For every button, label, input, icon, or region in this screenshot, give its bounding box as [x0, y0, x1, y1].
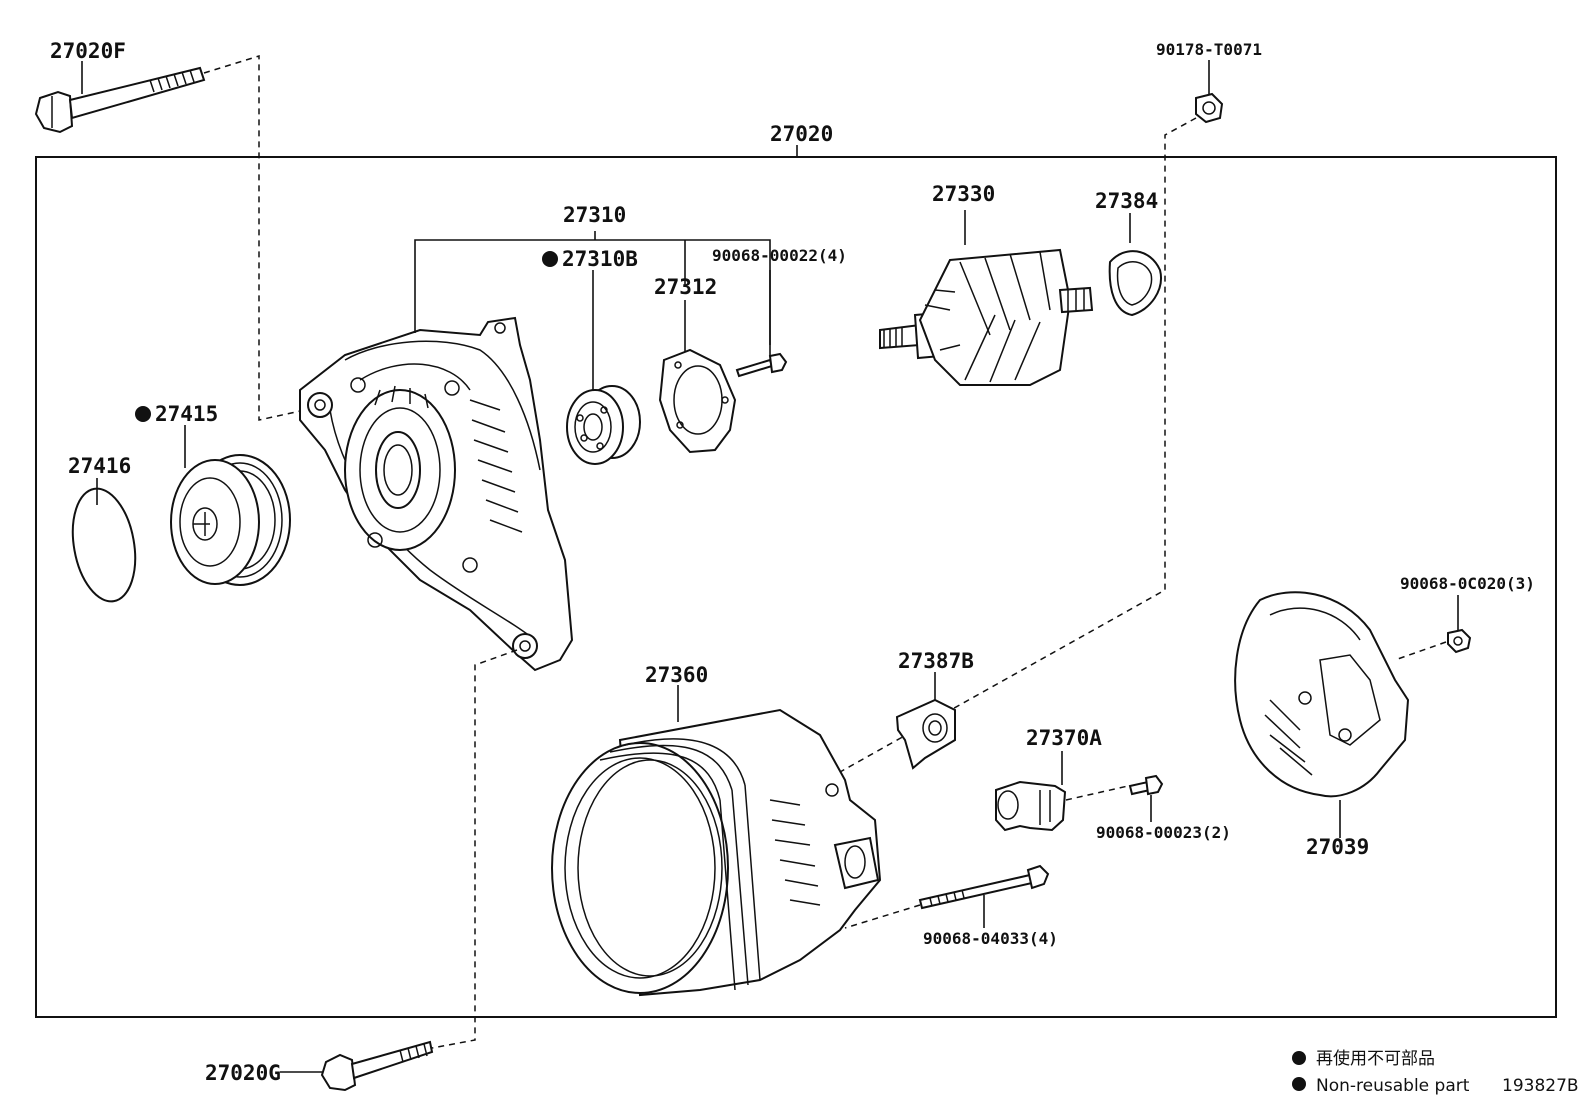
non-reusable-marker-27415: [135, 406, 151, 422]
brush-holder-27387B: [895, 698, 956, 770]
label-27360: 27360: [645, 663, 708, 687]
label-27020G: 27020G: [205, 1061, 281, 1085]
label-27039: 27039: [1306, 835, 1369, 859]
label-27415: 27415: [155, 402, 218, 426]
figure-code: 193827B: [1502, 1076, 1579, 1096]
cover-27416: [71, 487, 137, 603]
label-27370A: 27370A: [1026, 726, 1102, 750]
pulley-27415: [170, 454, 291, 586]
nut-90068-0C020: [1447, 628, 1472, 654]
label-27310: 27310: [563, 203, 626, 227]
label-27020F: 27020F: [50, 39, 126, 63]
rear-cover-27039: [1234, 591, 1410, 798]
nut-90068-00023: [1128, 774, 1164, 796]
label-90178-T0071: 90178-T0071: [1156, 40, 1262, 59]
bolt-27020F: [34, 66, 206, 134]
bolt-27020G: [320, 1040, 434, 1092]
rotor-27330: [879, 248, 1094, 386]
label-27312: 27312: [654, 275, 717, 299]
assembly-frame: [35, 156, 1557, 1018]
drive-end-frame-27310: [299, 316, 574, 672]
plate-27384: [1108, 250, 1162, 317]
label-27310B: 27310B: [562, 247, 638, 271]
bolt-90068-04033: [918, 864, 1050, 910]
label-90068-00023: 90068-00023(2): [1096, 823, 1231, 842]
label-27330: 27330: [932, 182, 995, 206]
legend-bullet-en: [1292, 1077, 1306, 1091]
legend-bullet-jp: [1292, 1051, 1306, 1065]
label-27384: 27384: [1095, 189, 1158, 213]
terminal-insulator-27370A: [995, 780, 1067, 832]
screw-90068-00022: [735, 352, 788, 378]
label-27416: 27416: [68, 454, 131, 478]
label-90068-04033: 90068-04033(4): [923, 929, 1058, 948]
rectifier-end-frame-27360: [551, 708, 882, 997]
label-27387B: 27387B: [898, 649, 974, 673]
legend-jp: 再使用不可部品: [1316, 1048, 1435, 1069]
retainer-plate-27312: [658, 348, 737, 454]
label-90068-00022: 90068-00022(4): [712, 246, 847, 265]
bearing-27310B: [566, 385, 641, 465]
legend-en: Non-reusable part: [1316, 1076, 1470, 1096]
non-reusable-marker-27310B: [542, 251, 558, 267]
label-27020: 27020: [770, 122, 833, 146]
label-90068-0C020: 90068-0C020(3): [1400, 574, 1535, 593]
nut-90178-T0071: [1195, 92, 1224, 124]
